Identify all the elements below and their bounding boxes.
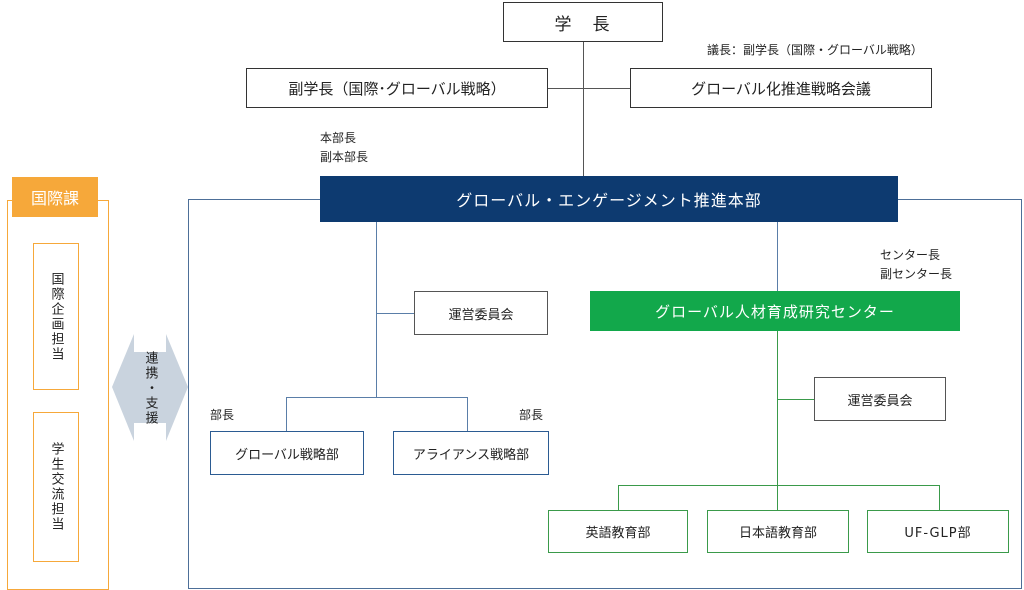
dept-head-right: 部長	[519, 408, 544, 422]
connector-dept-alliance	[467, 397, 468, 431]
connector-center-depts	[618, 485, 940, 486]
connector-hq-left-trunk	[376, 222, 377, 397]
dept-english-box: 英語教育部	[548, 510, 688, 553]
connector-hq-committee	[376, 313, 414, 314]
president-label: 学 長	[554, 14, 612, 35]
dept-japanese-label: 日本語教育部	[738, 526, 817, 541]
hq-deputy-label: 副本部長	[320, 150, 369, 164]
intl-title-box: 国際課	[12, 177, 98, 217]
hq-head-label: 本部長	[320, 131, 357, 145]
connector-dept-japanese	[777, 485, 778, 510]
connector-center-trunk	[777, 331, 778, 485]
council-label: グローバル化推進戦略会議	[691, 79, 871, 98]
connector-vice-council	[548, 88, 630, 89]
intl-exchange-label: 学生交流担当	[48, 442, 64, 532]
intl-planning-box: 国際企画担当	[33, 243, 79, 390]
center-committee-box: 運営委員会	[814, 377, 946, 421]
council-box: グローバル化推進戦略会議	[630, 68, 932, 108]
council-note: 議長：副学長（国際・グローバル戦略）	[707, 43, 923, 57]
connector-hq-center	[777, 222, 778, 291]
link-label: 連携・支援	[142, 350, 158, 426]
vice-president-label: 副学長（国際･グローバル戦略）	[288, 79, 506, 98]
dept-ufglp-label: UF-GLP部	[904, 526, 972, 541]
center-committee-label: 運営委員会	[847, 393, 913, 409]
intl-exchange-box: 学生交流担当	[33, 412, 79, 562]
dept-english-label: 英語教育部	[585, 526, 651, 541]
center-title-bar: グローバル人材育成研究センター	[590, 291, 960, 331]
president-box: 学 長	[503, 2, 663, 42]
dept-head-left: 部長	[210, 408, 235, 422]
hq-title: グローバル・エンゲージメント推進本部	[456, 191, 762, 210]
center-deputy-label: 副センター長	[880, 267, 953, 281]
link-label-box: 連携・支援	[134, 346, 166, 430]
connector-president-trunk	[583, 42, 584, 176]
connector-dept-ufglp	[939, 485, 940, 510]
hq-committee-label: 運営委員会	[448, 307, 514, 323]
link-arrow-shape	[112, 334, 188, 441]
connector-hq-depts	[286, 397, 468, 398]
dept-ufglp-box: UF-GLP部	[867, 510, 1009, 553]
center-head-label: センター長	[880, 248, 941, 262]
dept-japanese-box: 日本語教育部	[707, 510, 849, 553]
dept-global-label: グローバル戦略部	[235, 447, 339, 463]
dept-global-box: グローバル戦略部	[210, 431, 364, 475]
connector-dept-global	[286, 397, 287, 431]
connector-center-committee	[777, 399, 814, 400]
connector-dept-english	[618, 485, 619, 510]
vice-president-box: 副学長（国際･グローバル戦略）	[246, 68, 548, 108]
intl-planning-label: 国際企画担当	[48, 271, 64, 362]
hq-committee-box: 運営委員会	[414, 291, 548, 335]
center-title: グローバル人材育成研究センター	[655, 302, 895, 321]
link-double-arrow	[112, 334, 188, 441]
intl-title: 国際課	[30, 189, 79, 208]
hq-title-bar: グローバル・エンゲージメント推進本部	[320, 176, 898, 222]
dept-alliance-label: アライアンス戦略部	[412, 447, 530, 463]
dept-alliance-box: アライアンス戦略部	[393, 431, 549, 475]
